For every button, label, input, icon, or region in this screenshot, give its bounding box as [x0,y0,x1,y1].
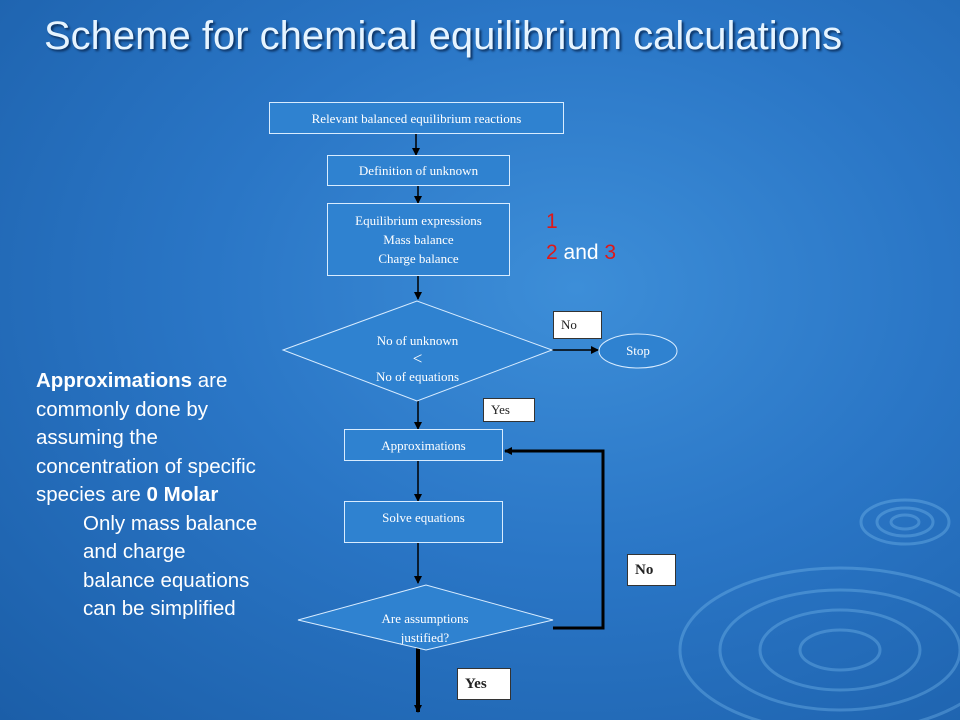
step-reactions-label: Relevant balanced equilibrium reactions [311,110,522,126]
step-unknown-definition: Definition of unknown [327,155,510,186]
tag-yes-bottom: Yes [457,668,511,700]
expr-equilibrium: Equilibrium expressions [355,213,482,228]
step-approximations: Approximations [344,429,503,461]
decision1-line1: No of unknown [376,333,459,348]
decision-diamond-assumptions [297,584,554,651]
approximations-note: Approximations are commonly done by assu… [36,367,258,624]
stop-label: Stop [626,343,650,358]
decision1-text: No of unknown < No of equations [335,331,500,386]
tag-no-bottom: No [627,554,676,586]
step-reactions: Relevant balanced equilibrium reactions [269,102,564,134]
note-body: are commonly done by assuming the concen… [36,369,256,506]
note-bold-start: Approximations [36,369,193,392]
page-title: Scheme for chemical equilibrium calculat… [44,14,843,58]
decision2-line2: justified? [400,630,450,645]
stop-terminal [598,333,678,369]
expr-mass-balance: Mass balance [383,232,454,247]
annotation-number-3: 3 [604,241,617,264]
step-expressions: Equilibrium expressions Mass balance Cha… [327,203,510,276]
note-indent: Only mass balance and charge balance equ… [83,511,258,621]
tag-yes-mid: Yes [483,398,535,422]
step-solve-label: Solve equations [382,510,465,525]
annotation-and: and [557,241,605,264]
step-number-annotation: 1 2 and 3 [546,206,616,268]
step-solve: Solve equations [344,501,503,543]
decision2-line1: Are assumptions [381,611,469,626]
tag-no-top: No [553,311,602,339]
expr-charge-balance: Charge balance [378,251,459,266]
arrow-feedback-loop [504,447,605,630]
decision1-line2: No of equations [375,369,460,384]
step-unknown-label: Definition of unknown [358,163,479,178]
decision-diamond-unknowns [281,300,554,402]
decision1-symbol: < [412,349,423,368]
annotation-number-1: 1 [546,210,558,233]
annotation-number-2: 2 [546,241,558,264]
step-approx-label: Approximations [381,437,466,453]
decision2-text: Are assumptions justified? [350,609,500,647]
note-bold-end: 0 Molar [146,483,219,506]
